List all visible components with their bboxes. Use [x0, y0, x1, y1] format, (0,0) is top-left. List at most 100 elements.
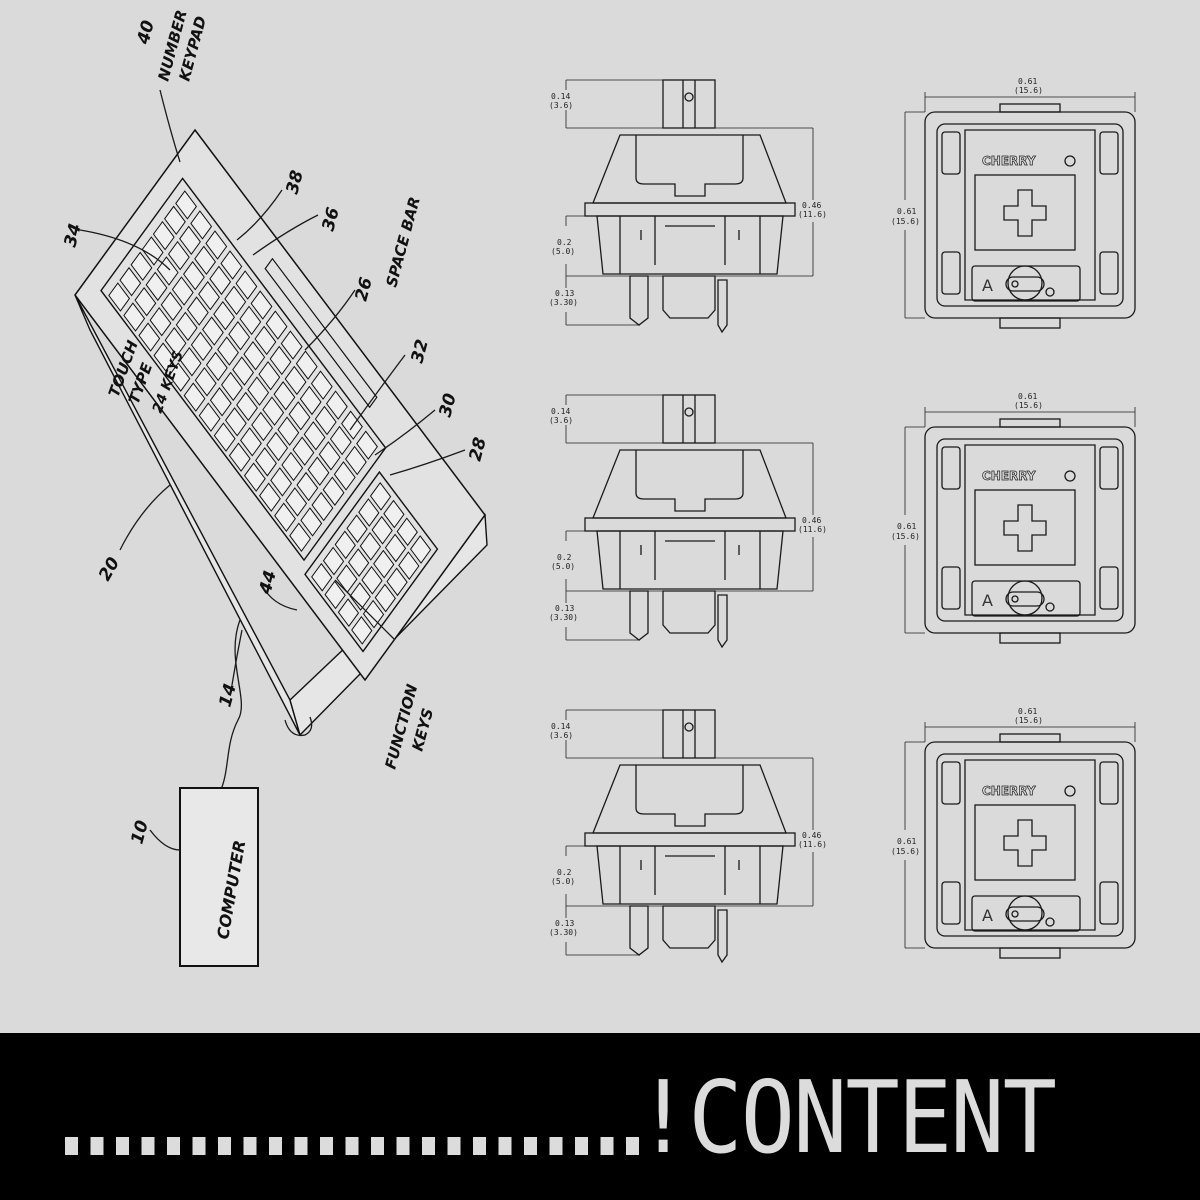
- key: [371, 483, 391, 510]
- key: [281, 331, 302, 359]
- key: [359, 499, 379, 526]
- key: [350, 583, 370, 610]
- base-height-dim: 0.2: [557, 868, 572, 877]
- touch-type-keys-area: [101, 178, 386, 560]
- width-mm-dim: (15.6): [1014, 86, 1043, 95]
- key: [308, 457, 329, 485]
- key: [165, 328, 186, 356]
- computer-box: [179, 787, 259, 967]
- key: [347, 515, 367, 542]
- switch-side-view: 0.14 (3.6) 0.46 (11.6) 0.2 (5.0) 0.13 (3…: [549, 709, 827, 964]
- key: [372, 517, 392, 544]
- key: [161, 292, 182, 320]
- width-mm-dim: (15.6): [1014, 401, 1043, 410]
- key: [278, 417, 299, 445]
- ref-26: 26: [352, 275, 377, 303]
- banner-title: !CONTENT: [636, 1059, 1057, 1176]
- key: [293, 437, 314, 465]
- key: [169, 363, 190, 391]
- key: [241, 428, 262, 456]
- width-mm-dim: (15.6): [1014, 716, 1043, 725]
- key: [342, 411, 363, 439]
- key: [203, 317, 224, 345]
- key: [176, 191, 197, 219]
- key: [180, 226, 201, 254]
- depth-mm-dim: (15.6): [891, 532, 920, 541]
- total-height-dim: 0.46: [802, 516, 821, 525]
- key: [271, 468, 292, 496]
- key: [244, 342, 265, 370]
- key: [109, 283, 130, 311]
- key: [282, 453, 303, 481]
- total-height-mm-dim: (11.6): [798, 840, 827, 849]
- key: [176, 312, 197, 340]
- key: [191, 333, 212, 361]
- key: [312, 564, 332, 591]
- key: [218, 337, 239, 365]
- key: [199, 403, 220, 431]
- key: [131, 252, 152, 280]
- patent-keyboard-drawing: COMPUTER 40 NUMBER KEYPAD 34 38 36 26 SP…: [61, 8, 491, 967]
- key: [154, 343, 175, 371]
- ref-30: 30: [436, 391, 461, 419]
- key: [142, 237, 163, 265]
- key: [221, 251, 242, 279]
- key: [263, 397, 284, 425]
- pin-height-mm-dim: (3.30): [549, 298, 578, 307]
- depth-mm-dim: (15.6): [891, 847, 920, 856]
- total-height-dim: 0.46: [802, 201, 821, 210]
- key: [214, 302, 235, 330]
- depth-dim: 0.61: [897, 837, 916, 846]
- base-height-mm-dim: (5.0): [551, 562, 575, 571]
- switch-row: 0.14 (3.6) 0.46 (11.6) 0.2 (5.0) 0.13 (3…: [549, 77, 1136, 334]
- cross-stem-icon: [1003, 189, 1047, 237]
- banner-dot-leader: [65, 1137, 640, 1155]
- width-dim: 0.61: [1018, 707, 1037, 716]
- key: [252, 413, 273, 441]
- key: [296, 351, 317, 379]
- key: [146, 272, 167, 300]
- key: [266, 311, 287, 339]
- pin-height-dim: 0.13: [555, 289, 574, 298]
- key: [139, 323, 160, 351]
- key: [335, 531, 355, 558]
- depth-dim: 0.61: [897, 522, 916, 531]
- key: [188, 297, 209, 325]
- cherry-logo-text: CHERRY: [982, 154, 1036, 168]
- key: [256, 448, 277, 476]
- key: [323, 477, 344, 505]
- key: [255, 327, 276, 355]
- key: [267, 433, 288, 461]
- ref-40: 40: [133, 18, 159, 47]
- key: [384, 501, 404, 528]
- keyboard-roller: [284, 716, 313, 737]
- key: [225, 286, 246, 314]
- title-banner: [0, 1033, 1200, 1200]
- key: [397, 518, 417, 545]
- stem-height-mm-dim: (3.6): [549, 416, 573, 425]
- key: [325, 581, 345, 608]
- switch-mark: A: [982, 591, 993, 610]
- key: [360, 533, 380, 560]
- key: [411, 536, 431, 563]
- stem-height-dim: 0.14: [551, 722, 570, 731]
- cherry-logo-icon: [1064, 785, 1076, 797]
- artwork: COMPUTER 40 NUMBER KEYPAD 34 38 36 26 SP…: [61, 8, 1136, 967]
- cross-stem-icon: [1003, 819, 1047, 867]
- key: [357, 431, 378, 459]
- ref-28: 28: [466, 435, 491, 463]
- key: [214, 423, 235, 451]
- depth-dim: 0.61: [897, 207, 916, 216]
- total-height-mm-dim: (11.6): [798, 525, 827, 534]
- cherry-logo-text: CHERRY: [982, 784, 1036, 798]
- key: [274, 382, 295, 410]
- switch-top-view: CHERRY A 0.61 (15.6) 0.61 (15.6): [891, 392, 1136, 644]
- space-bar: [265, 259, 377, 407]
- key: [304, 422, 325, 450]
- key: [245, 463, 266, 491]
- ref-44: 44: [255, 568, 281, 597]
- base-height-mm-dim: (5.0): [551, 247, 575, 256]
- key: [237, 393, 258, 421]
- switch-side-view: 0.14 (3.6) 0.46 (11.6) 0.2 (5.0) 0.13 (3…: [549, 79, 827, 334]
- ref-32: 32: [408, 337, 433, 365]
